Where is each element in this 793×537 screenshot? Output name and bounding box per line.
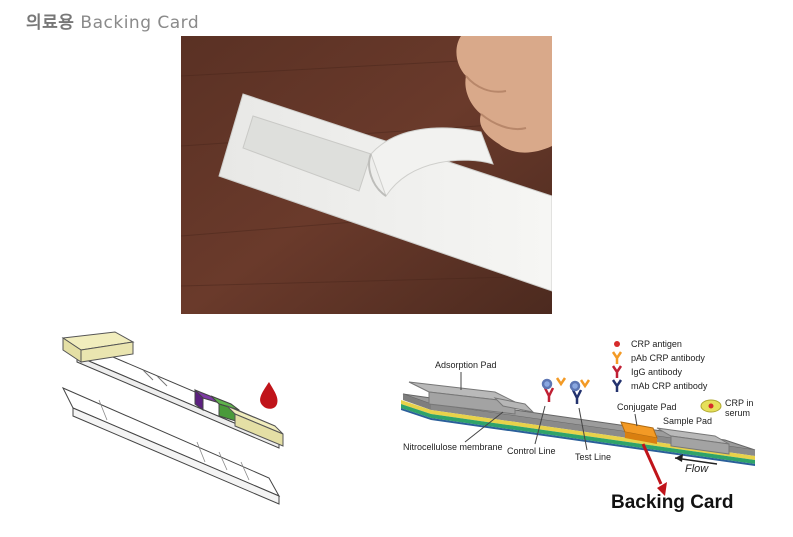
label-test-line: Test Line	[575, 452, 611, 462]
label-adsorption-pad: Adsorption Pad	[435, 360, 497, 370]
igg-antibody-icon	[611, 365, 623, 378]
heading-english: Backing Card	[80, 13, 200, 33]
crp-antigen-icon	[614, 341, 620, 347]
legend-pab-antibody: pAb CRP antibody	[631, 353, 705, 363]
label-nitrocellulose: Nitrocellulose membrane	[403, 442, 503, 452]
pab-antibody-icon	[611, 351, 623, 364]
label-conjugate-pad: Conjugate Pad	[617, 402, 677, 412]
label-control-line: Control Line	[507, 446, 556, 456]
lateral-flow-schematic: CRP antigen pAb CRP antibody IgG antibod…	[395, 332, 765, 532]
label-flow: Flow	[685, 463, 709, 475]
legend-igg-antibody: IgG antibody	[631, 367, 683, 377]
legend-crp-antigen: CRP antigen	[631, 339, 682, 349]
heading-korean: 의료용	[26, 13, 75, 33]
strip-exploded-diagram	[55, 318, 295, 518]
label-crp-serum-1: CRP in	[725, 398, 753, 408]
blood-drop-icon	[260, 382, 278, 409]
label-backing-card: Backing Card	[611, 492, 733, 513]
backing-card-arrow	[641, 443, 663, 485]
label-sample-pad: Sample Pad	[663, 416, 712, 426]
backing-card-photo	[181, 36, 552, 314]
label-crp-serum-2: serum	[725, 408, 750, 418]
legend-mab-antibody: mAb CRP antibody	[631, 381, 708, 391]
mab-antibody-icon	[611, 379, 623, 392]
